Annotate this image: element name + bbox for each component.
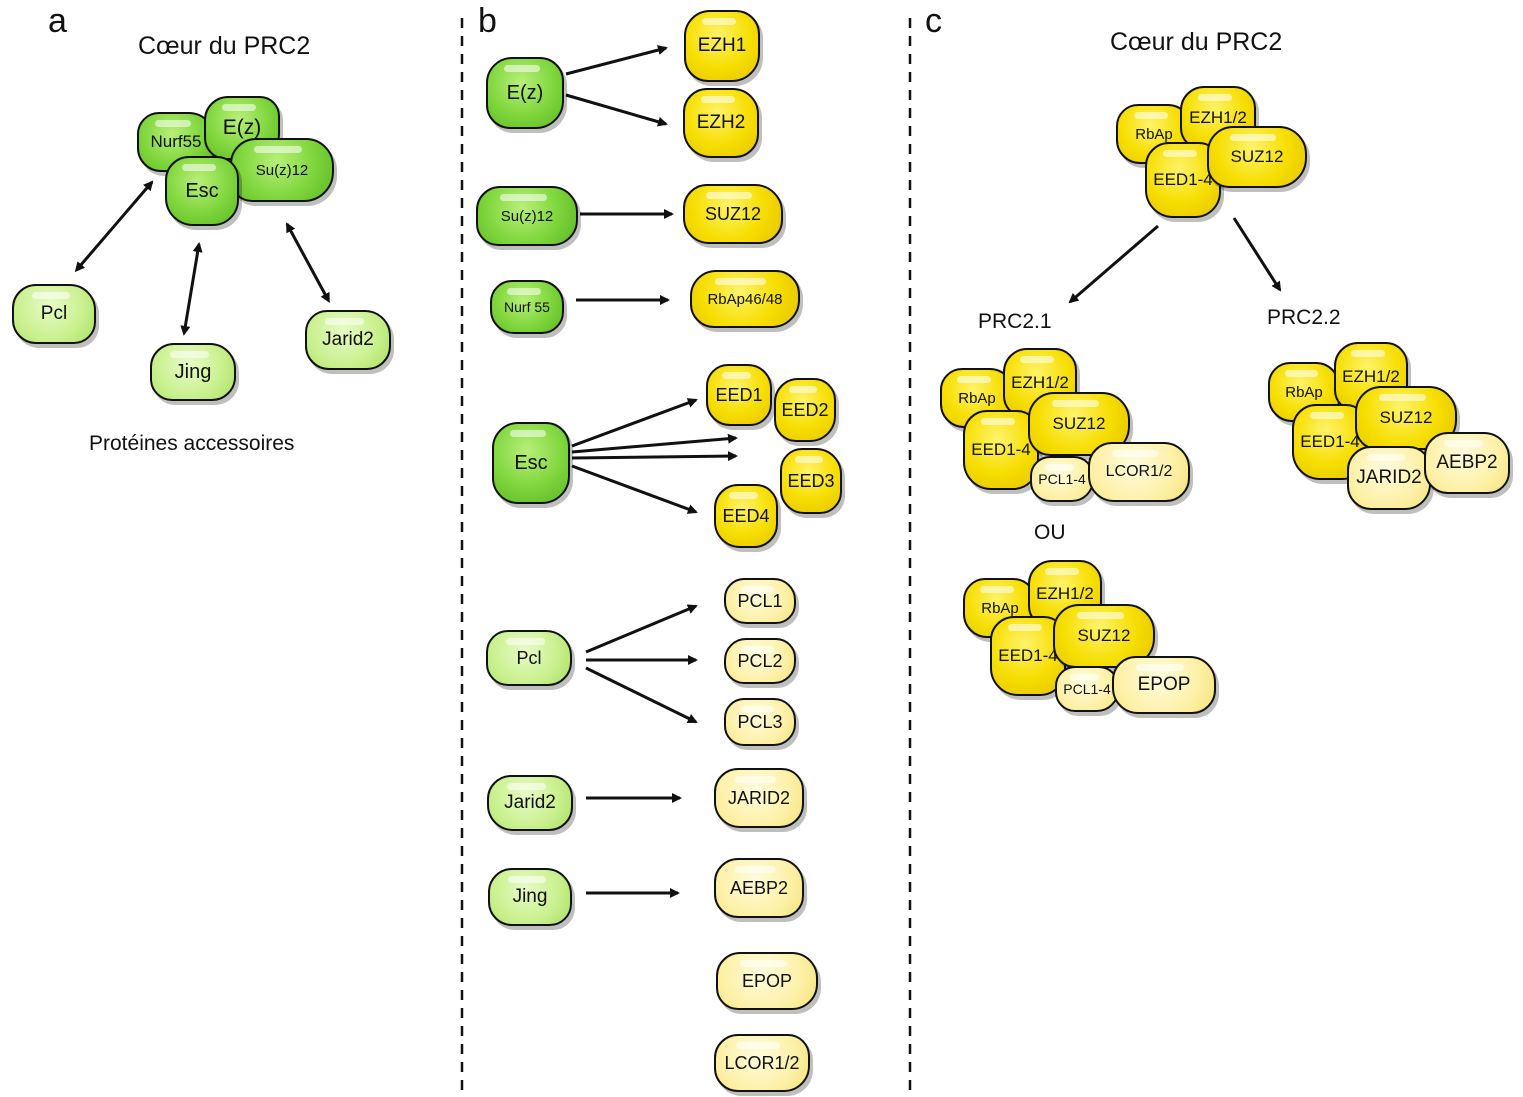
prc21b-pcl: PCL1-4 (1055, 666, 1119, 712)
arrow-pcl-core (74, 180, 154, 273)
mammal-protein-pcl3: PCL3 (724, 698, 796, 746)
fly-protein-jarid2: Jarid2 (487, 775, 573, 831)
prc22-jarid2: JARID2 (1347, 446, 1431, 510)
panel-label-c: c (925, 2, 942, 40)
arrow-pcl-pcl1 (585, 604, 698, 654)
mammal-protein-epop: EPOP (716, 952, 818, 1010)
prc22-label: PRC2.2 (1267, 306, 1341, 329)
accessory-protein-jarid2: Jarid2 (305, 310, 391, 370)
core-protein-esc: Esc (165, 156, 239, 226)
arrow-core-prc22 (1232, 217, 1282, 292)
prc21a-lcor: LCOR1/2 (1088, 442, 1190, 502)
mammal-protein-suz12: SUZ12 (683, 184, 783, 244)
fly-protein-esc: Esc (492, 422, 570, 504)
fly-protein-nurf55: Nurf 55 (490, 280, 564, 334)
core-protein-suz12: Su(z)12 (230, 138, 334, 202)
mammal-protein-eed3: EED3 (780, 448, 842, 514)
fly-protein-pcl: Pcl (486, 630, 572, 686)
c-core-suz12: SUZ12 (1207, 126, 1307, 188)
mammal-protein-aebp2: AEBP2 (714, 858, 804, 918)
mammal-protein-eed2: EED2 (774, 378, 836, 442)
mammal-protein-rbap4648: RbAp46/48 (690, 270, 800, 328)
arrow-ez-ezh1 (565, 45, 668, 76)
arrow-esc-eed2 (571, 433, 738, 454)
panel-c-title: Cœur du PRC2 (1110, 28, 1283, 56)
panel-label-b: b (478, 2, 497, 40)
arrow-jarid2-core (285, 222, 330, 304)
mammal-protein-pcl2: PCL2 (724, 638, 796, 684)
mammal-protein-jarid2: JARID2 (714, 768, 804, 828)
mammal-protein-ezh2: EZH2 (683, 88, 759, 158)
prc21-label: PRC2.1 (978, 310, 1052, 333)
fly-protein-ez: E(z) (486, 57, 564, 129)
fly-protein-jing: Jing (488, 868, 572, 926)
arrow-jing-core (180, 242, 203, 336)
prc21b-epop: EPOP (1112, 656, 1216, 714)
accessory-protein-jing: Jing (150, 343, 236, 401)
panel-label-a: a (48, 2, 67, 40)
prc21a-ezh: EZH1/2 (1003, 348, 1077, 418)
arrow-esc-eed1 (571, 398, 698, 448)
arrow-core-prc21 (1068, 224, 1159, 304)
prc21a-pcl: PCL1-4 (1030, 456, 1094, 502)
or-label: OU (1034, 521, 1066, 544)
mammal-protein-eed4: EED4 (714, 484, 778, 548)
panel-a-title: Cœur du PRC2 (138, 32, 311, 60)
prc21a-eed: EED1-4 (963, 410, 1039, 490)
fly-protein-suz12: Su(z)12 (476, 186, 578, 246)
mammal-protein-ezh1: EZH1 (684, 10, 760, 82)
mammal-protein-pcl1: PCL1 (724, 578, 796, 624)
arrow-ez-ezh2 (565, 93, 668, 127)
arrow-esc-eed3 (571, 451, 738, 462)
prc22-aebp2: AEBP2 (1424, 432, 1510, 494)
arrow-esc-eed4 (571, 464, 698, 514)
arrow-pcl-pcl3 (585, 666, 698, 724)
accessory-caption: Protéines accessoires (89, 432, 295, 455)
accessory-protein-pcl: Pcl (12, 284, 96, 344)
mammal-protein-eed1: EED1 (706, 364, 772, 426)
mammal-protein-lcor: LCOR1/2 (714, 1034, 810, 1092)
